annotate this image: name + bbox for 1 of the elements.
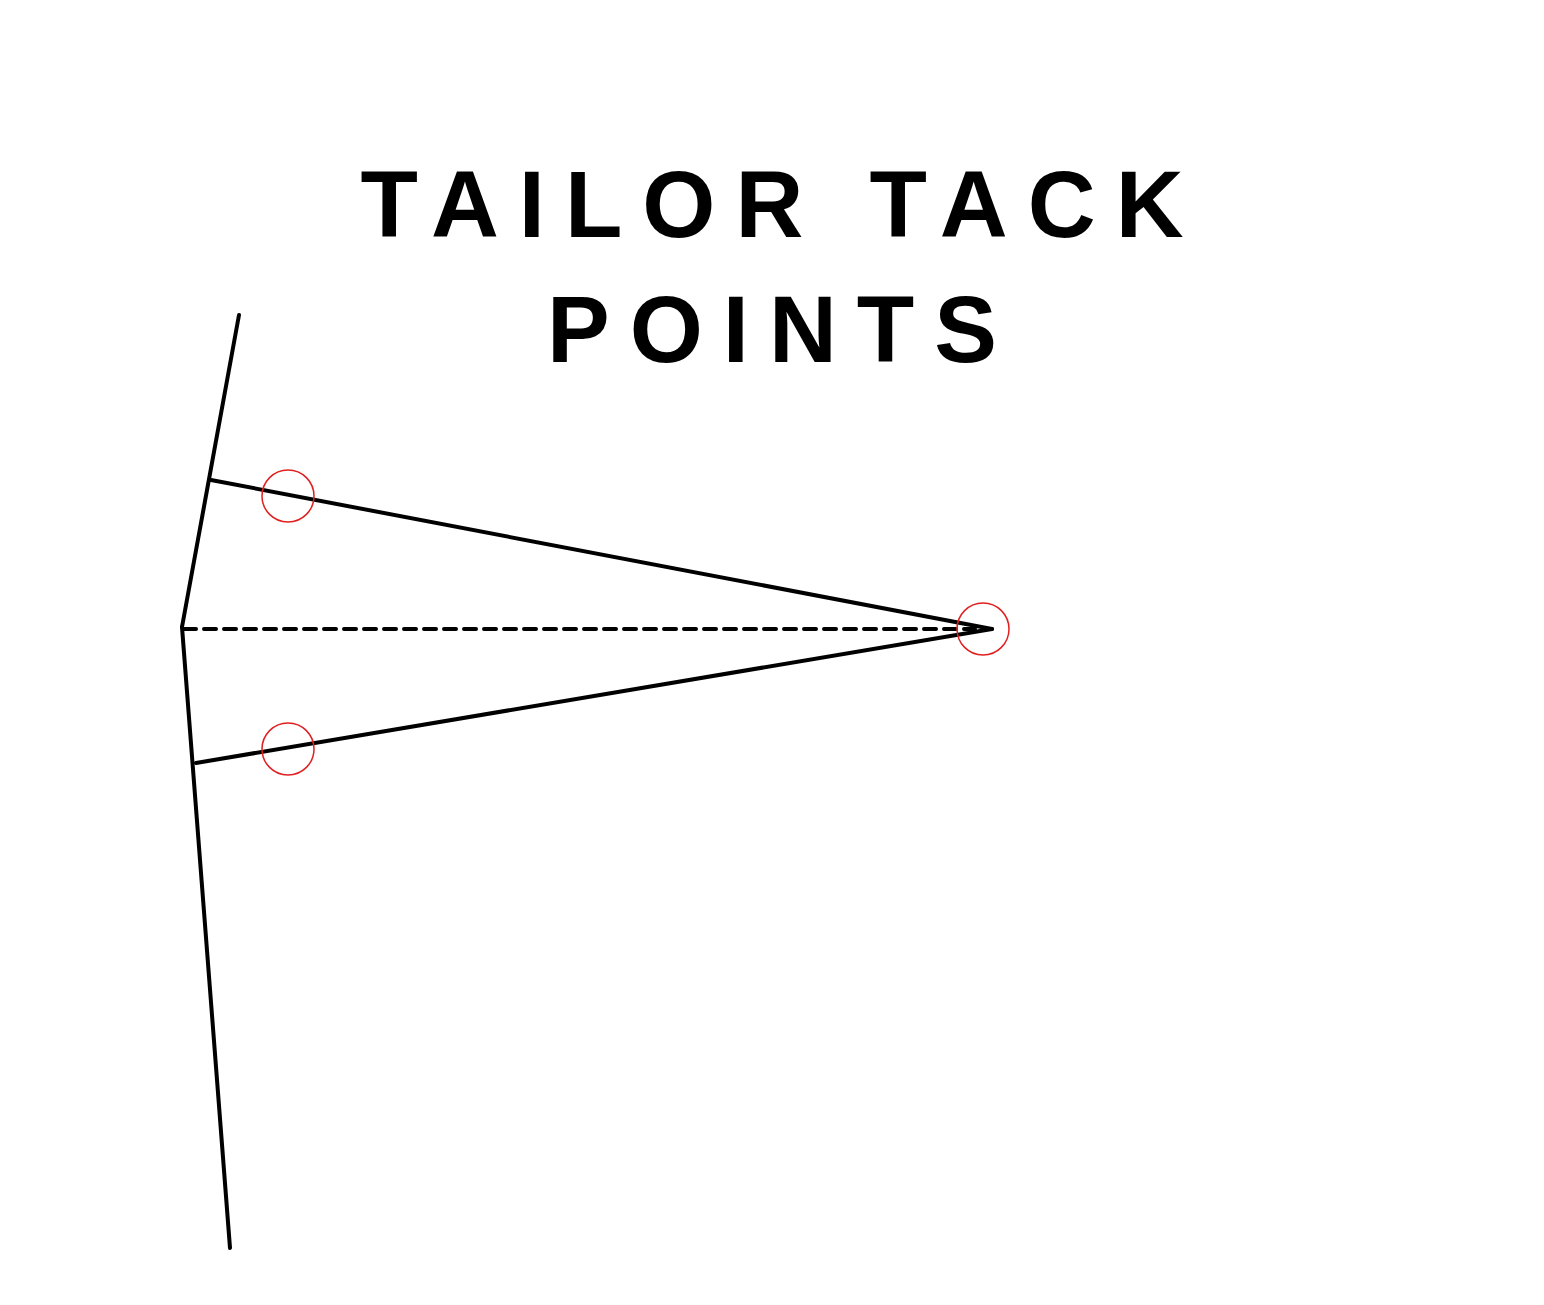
- title: TAILOR TACK POINTS: [359, 151, 1205, 384]
